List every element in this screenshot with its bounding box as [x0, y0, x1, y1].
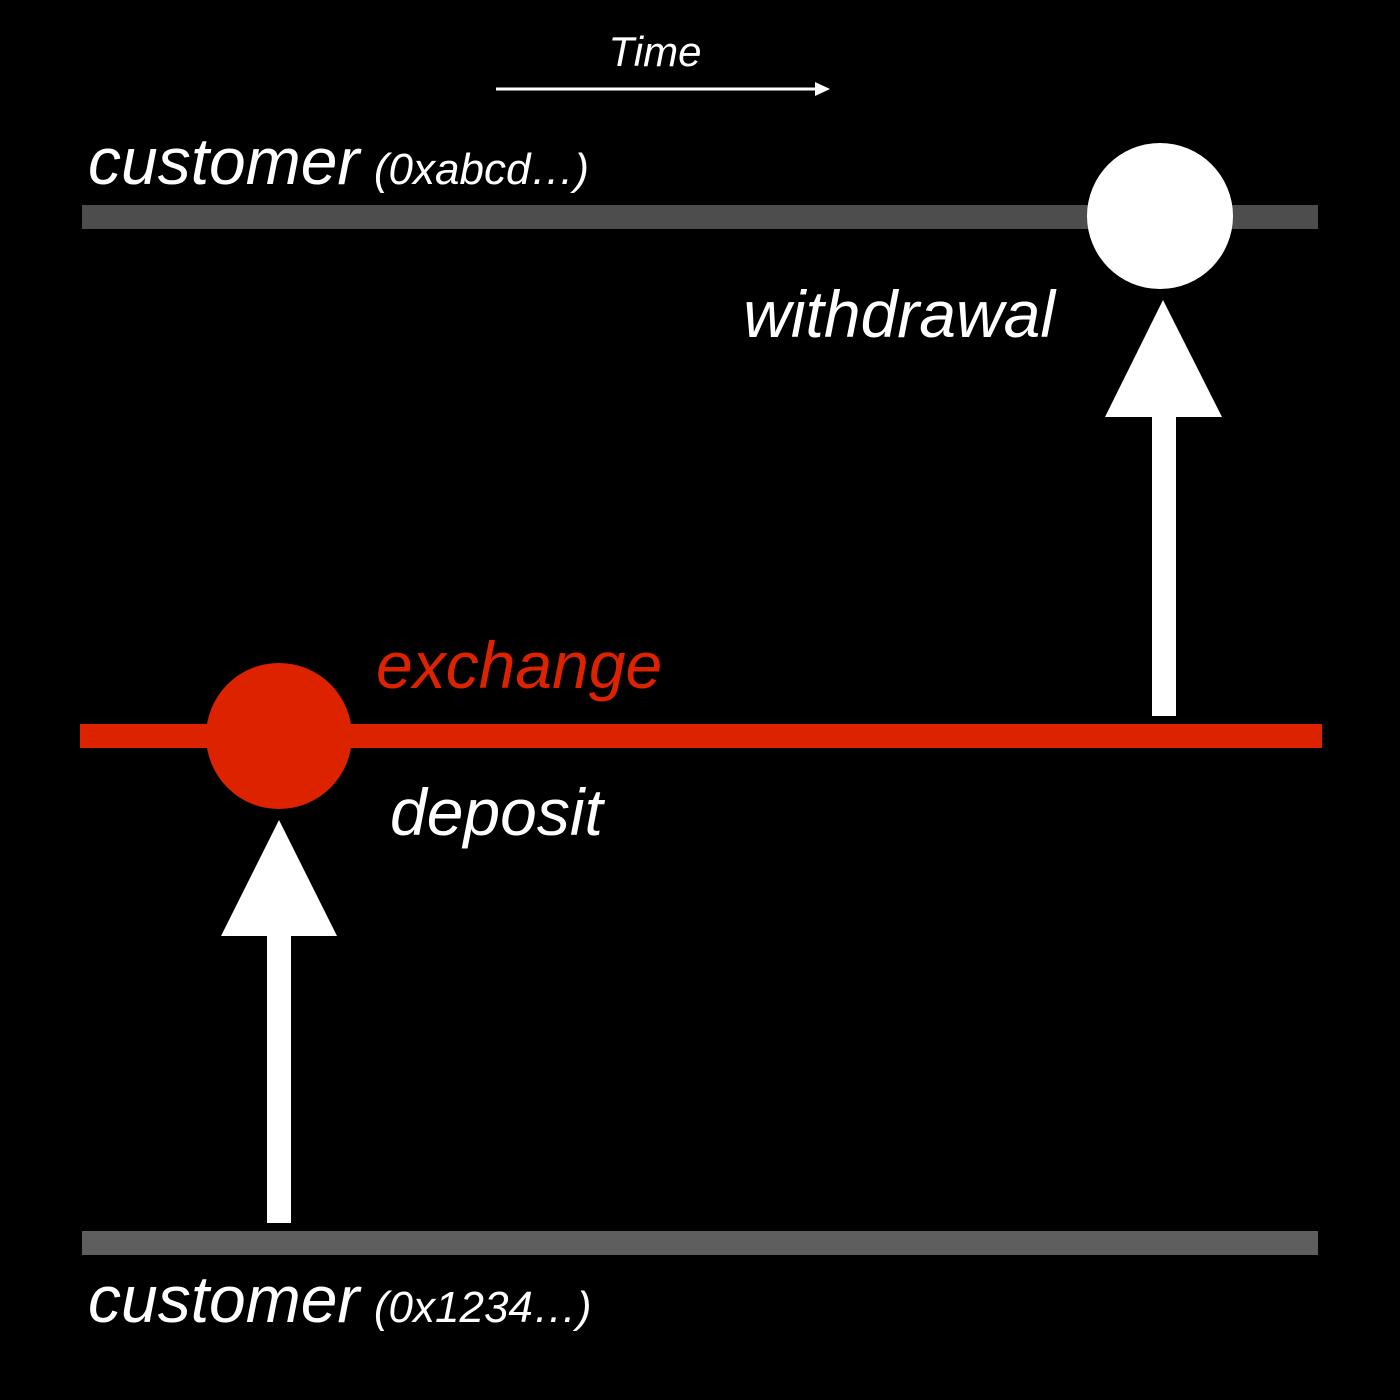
time-arrow-head-icon — [815, 82, 830, 96]
bottom-customer-lane-label: customer (0x1234…) — [88, 1262, 592, 1336]
top-customer-name: customer — [88, 124, 362, 198]
top-customer-address: (0xabcd…) — [374, 145, 589, 194]
deposit-event: deposit — [206, 663, 605, 1223]
deposit-label: deposit — [390, 775, 605, 849]
withdrawal-arrow-head-icon — [1105, 300, 1222, 417]
bottom-customer-name: customer — [88, 1262, 362, 1336]
top-customer-lane-label: customer (0xabcd…) — [88, 124, 589, 198]
withdrawal-node — [1087, 143, 1233, 289]
bottom-customer-lane: customer (0x1234…) — [82, 1231, 1318, 1336]
deposit-node — [206, 663, 352, 809]
withdrawal-arrow-shaft — [1152, 410, 1176, 716]
withdrawal-event: withdrawal — [743, 143, 1233, 716]
bottom-customer-address: (0x1234…) — [374, 1283, 592, 1332]
time-axis: Time — [496, 28, 830, 96]
bottom-customer-lane-line — [82, 1231, 1318, 1255]
time-axis-label: Time — [609, 28, 702, 75]
deposit-arrow-shaft — [267, 930, 291, 1223]
exchange-lane-label: exchange — [376, 628, 662, 702]
deposit-arrow-head-icon — [221, 820, 337, 936]
withdrawal-label: withdrawal — [743, 277, 1057, 351]
